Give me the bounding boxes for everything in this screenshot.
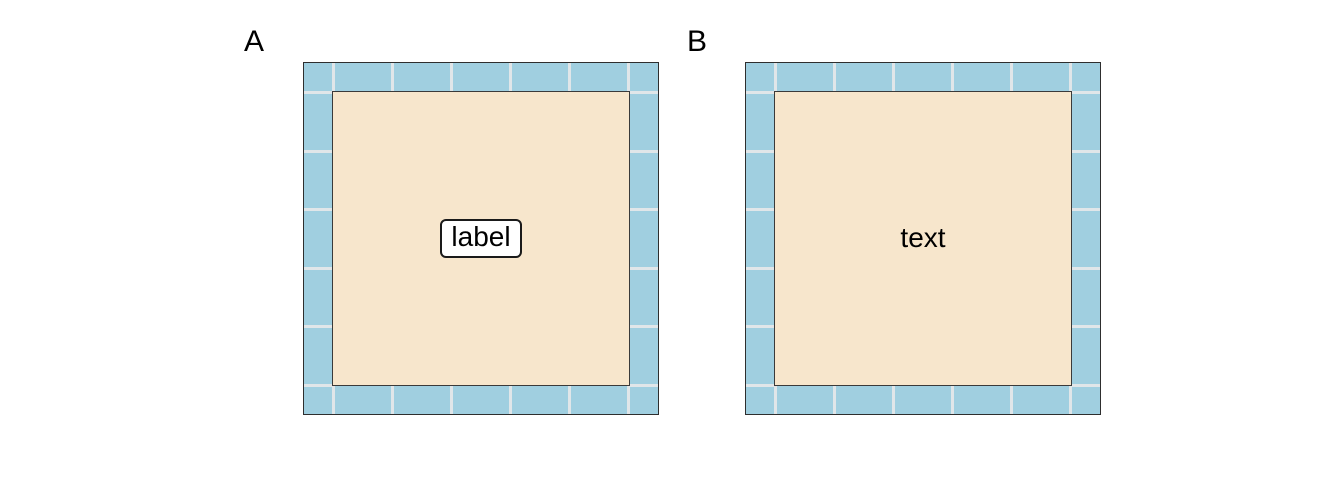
- tile-gap-line: [509, 63, 512, 91]
- tile-gap-line: [1072, 91, 1100, 94]
- panel-a-center-label-box: label: [440, 219, 522, 258]
- tile-gap-line: [892, 386, 895, 414]
- tile-gap-line: [509, 386, 512, 414]
- tile-gap-line: [304, 267, 332, 270]
- tile-gap-line: [746, 384, 774, 387]
- tile-gap-line: [1010, 386, 1013, 414]
- panel-a-tile-frame: label: [303, 62, 659, 415]
- tile-gap-line: [774, 63, 777, 91]
- panel-b-center-text: text: [900, 222, 946, 254]
- tile-gap-line: [627, 386, 630, 414]
- tile-gap-line: [746, 208, 774, 211]
- tile-gap-line: [1069, 386, 1072, 414]
- tile-gap-line: [1072, 208, 1100, 211]
- tile-gap-line: [304, 384, 332, 387]
- tile-gap-line: [774, 386, 777, 414]
- tile-gap-line: [1072, 384, 1100, 387]
- tile-gap-line: [951, 386, 954, 414]
- tile-gap-line: [1069, 63, 1072, 91]
- tile-gap-line: [746, 150, 774, 153]
- panel-b-letter: B: [687, 25, 708, 58]
- tile-gap-line: [568, 63, 571, 91]
- tile-gap-line: [746, 91, 774, 94]
- panel-b-inner-area: text: [774, 91, 1072, 386]
- tile-gap-line: [630, 384, 658, 387]
- panel-a-inner-area: label: [332, 91, 630, 386]
- tile-gap-line: [1072, 150, 1100, 153]
- tile-gap-line: [1072, 325, 1100, 328]
- tile-gap-line: [304, 150, 332, 153]
- tile-gap-line: [568, 386, 571, 414]
- tile-gap-line: [746, 325, 774, 328]
- panel-b-tile-frame: text: [745, 62, 1101, 415]
- tile-gap-line: [746, 267, 774, 270]
- tile-gap-line: [630, 267, 658, 270]
- tile-gap-line: [450, 386, 453, 414]
- tile-gap-line: [332, 386, 335, 414]
- tile-gap-line: [630, 150, 658, 153]
- tile-gap-line: [391, 386, 394, 414]
- tile-gap-line: [391, 63, 394, 91]
- tile-gap-line: [951, 63, 954, 91]
- tile-gap-line: [627, 63, 630, 91]
- tile-gap-line: [304, 91, 332, 94]
- tile-gap-line: [450, 63, 453, 91]
- tile-gap-line: [304, 208, 332, 211]
- tile-gap-line: [1072, 267, 1100, 270]
- tile-gap-line: [892, 63, 895, 91]
- tile-gap-line: [630, 325, 658, 328]
- tile-gap-line: [630, 208, 658, 211]
- tile-gap-line: [833, 386, 836, 414]
- tile-gap-line: [332, 63, 335, 91]
- tile-gap-line: [304, 325, 332, 328]
- tile-gap-line: [1010, 63, 1013, 91]
- tile-gap-line: [630, 91, 658, 94]
- panel-a-letter: A: [244, 25, 265, 58]
- tile-gap-line: [833, 63, 836, 91]
